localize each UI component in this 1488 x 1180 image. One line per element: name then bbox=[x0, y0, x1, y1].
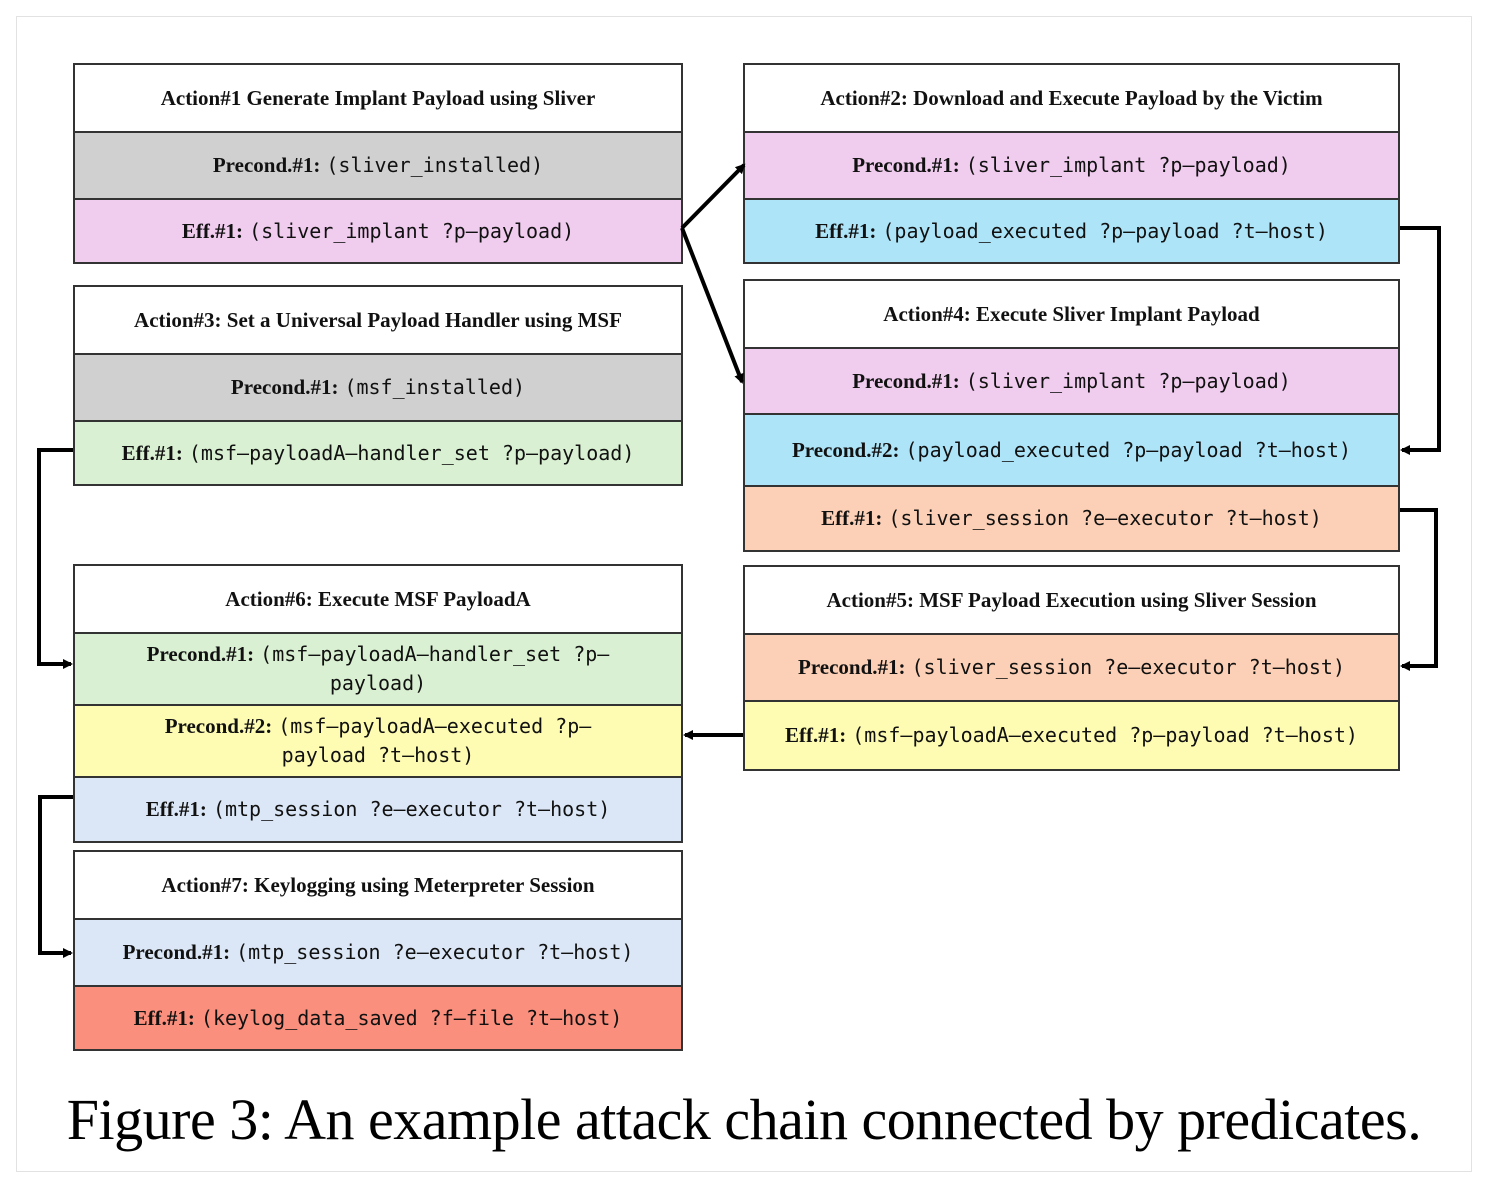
predicate: (msf–payloadA–executed ?p–payload ?t–hos… bbox=[852, 723, 1358, 747]
predicate: (msf–payloadA–handler_set ?p–payload) bbox=[188, 440, 635, 465]
precond-label: Precond.#1: bbox=[852, 153, 960, 177]
action-1-precond-1: Precond.#1:(sliver_installed) bbox=[75, 131, 681, 198]
predicate: (payload_executed ?p–payload ?t–host) bbox=[882, 218, 1328, 243]
action-7-title: Action#7: Keylogging using Meterpreter S… bbox=[161, 872, 595, 897]
action-3-title: Action#3: Set a Universal Payload Handle… bbox=[134, 307, 622, 332]
effect-label: Eff.#1: bbox=[121, 440, 183, 465]
action-4-title: Action#4: Execute Sliver Implant Payload bbox=[883, 301, 1260, 326]
precond-label: Precond.#1: bbox=[146, 642, 255, 666]
effect-label: Eff.#1: bbox=[145, 797, 207, 821]
action-3-box: Action#3: Set a Universal Payload Handle… bbox=[73, 285, 683, 486]
action-1-title: Action#1 Generate Implant Payload using … bbox=[160, 85, 596, 110]
action-6-box: Action#6: Execute MSF PayloadA Precond.#… bbox=[73, 564, 683, 843]
predicate: (sliver_implant ?p–payload) bbox=[249, 218, 575, 243]
effect-label: Eff.#1: bbox=[785, 723, 847, 747]
action-1-effect-1: Eff.#1:(sliver_implant ?p–payload) bbox=[75, 198, 681, 262]
action-2-box: Action#2: Download and Execute Payload b… bbox=[743, 63, 1400, 264]
effect-label: Eff.#1: bbox=[181, 218, 244, 243]
predicate: (msf–payloadA–executed ?p–payload ?t–hos… bbox=[278, 714, 592, 767]
predicate: (mtp_session ?e—executor ?t–host) bbox=[236, 940, 634, 964]
predicate: (sliver_implant ?p–payload) bbox=[965, 153, 1291, 177]
action-2-precond-1: Precond.#1:(sliver_implant ?p–payload) bbox=[745, 131, 1398, 198]
predicate: (sliver_installed) bbox=[326, 153, 544, 177]
action-5-precond-1: Precond.#1:(sliver_session ?e—executor ?… bbox=[745, 633, 1398, 700]
predicate: (msf_installed) bbox=[344, 375, 526, 399]
action-6-precond-2: Precond.#2:(msf–payloadA–executed ?p–pay… bbox=[75, 704, 681, 776]
precond-label: Precond.#2: bbox=[164, 714, 273, 738]
action-4-box: Action#4: Execute Sliver Implant Payload… bbox=[743, 279, 1400, 552]
predicate: (msf–payloadA–handler_set ?p–payload) bbox=[260, 642, 610, 695]
action-4-precond-2: Precond.#2:(payload_executed ?p–payload … bbox=[745, 413, 1398, 485]
action-1-box: Action#1 Generate Implant Payload using … bbox=[73, 63, 683, 264]
precond-label: Precond.#1: bbox=[122, 940, 231, 964]
action-3-precond-1: Precond.#1:(msf_installed) bbox=[75, 353, 681, 420]
effect-label: Eff.#1: bbox=[815, 218, 877, 243]
predicate: (sliver_session ?e—executor ?t–host) bbox=[888, 506, 1322, 530]
precond-label: Precond.#1: bbox=[852, 368, 960, 393]
action-6-title: Action#6: Execute MSF PayloadA bbox=[225, 586, 531, 611]
predicate: (sliver_implant ?p–payload) bbox=[965, 368, 1291, 393]
action-7-effect-1: Eff.#1:(keylog_data_saved ?f–file ?t–hos… bbox=[75, 985, 681, 1049]
precond-label: Precond.#1: bbox=[212, 153, 321, 177]
precond-label: Precond.#1: bbox=[798, 655, 906, 679]
precond-label: Precond.#2: bbox=[791, 437, 900, 462]
action-3-effect-1: Eff.#1:(msf–payloadA–handler_set ?p–payl… bbox=[75, 420, 681, 484]
action-7-box: Action#7: Keylogging using Meterpreter S… bbox=[73, 850, 683, 1051]
action-2-effect-1: Eff.#1:(payload_executed ?p–payload ?t–h… bbox=[745, 198, 1398, 262]
predicate: (mtp_session ?e—executor ?t–host) bbox=[212, 797, 611, 821]
effect-label: Eff.#1: bbox=[821, 506, 883, 530]
action-6-precond-1: Precond.#1:(msf–payloadA–handler_set ?p–… bbox=[75, 632, 681, 704]
predicate: (keylog_data_saved ?f–file ?t–host) bbox=[200, 1005, 623, 1030]
action-5-box: Action#5: MSF Payload Execution using Sl… bbox=[743, 565, 1400, 771]
action-7-precond-1: Precond.#1:(mtp_session ?e—executor ?t–h… bbox=[75, 918, 681, 985]
action-6-effect-1: Eff.#1:(mtp_session ?e—executor ?t–host) bbox=[75, 776, 681, 841]
precond-label: Precond.#1: bbox=[230, 375, 339, 399]
action-5-title: Action#5: MSF Payload Execution using Sl… bbox=[826, 587, 1317, 612]
action-4-effect-1: Eff.#1:(sliver_session ?e—executor ?t–ho… bbox=[745, 485, 1398, 550]
predicate: (sliver_session ?e—executor ?t–host) bbox=[911, 655, 1345, 679]
figure-caption: Figure 3: An example attack chain connec… bbox=[66, 1087, 1422, 1152]
effect-label: Eff.#1: bbox=[133, 1005, 195, 1030]
predicate: (payload_executed ?p–payload ?t–host) bbox=[905, 437, 1352, 462]
action-2-title: Action#2: Download and Execute Payload b… bbox=[820, 85, 1323, 110]
action-4-precond-1: Precond.#1:(sliver_implant ?p–payload) bbox=[745, 347, 1398, 413]
action-5-effect-1: Eff.#1:(msf–payloadA–executed ?p–payload… bbox=[745, 700, 1398, 769]
